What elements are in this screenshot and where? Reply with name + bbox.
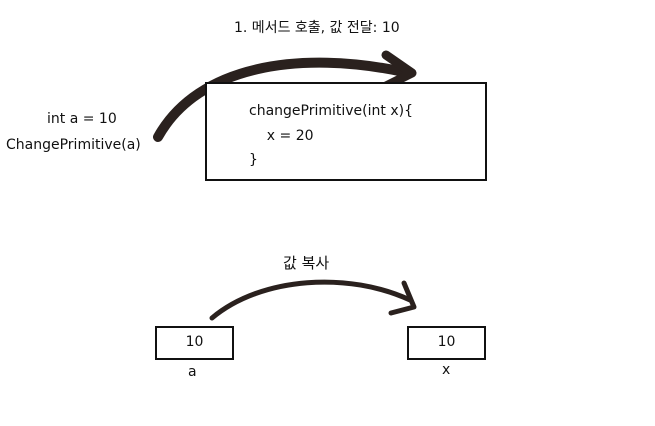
variable-a-name: a [188, 364, 197, 380]
variable-a-value: 10 [185, 334, 204, 350]
variable-box-x: 10 [407, 326, 486, 360]
copy-label: 값 복사 [283, 254, 330, 272]
method-box: changePrimitive(int x){ x = 20 } [205, 82, 487, 181]
variable-x-name: x [442, 362, 451, 378]
method-close-brace: } [249, 152, 258, 168]
variable-box-a: 10 [155, 326, 234, 360]
step-label: 1. 메서드 호출, 값 전달: 10 [234, 20, 400, 36]
caller-call: ChangePrimitive(a) [6, 137, 141, 153]
variable-x-value: 10 [437, 334, 456, 350]
call-arrow [153, 50, 417, 142]
method-signature: changePrimitive(int x){ [249, 103, 413, 119]
method-body: x = 20 [249, 128, 314, 144]
caller-declaration: int a = 10 [47, 111, 117, 127]
copy-arrow [209, 279, 417, 321]
